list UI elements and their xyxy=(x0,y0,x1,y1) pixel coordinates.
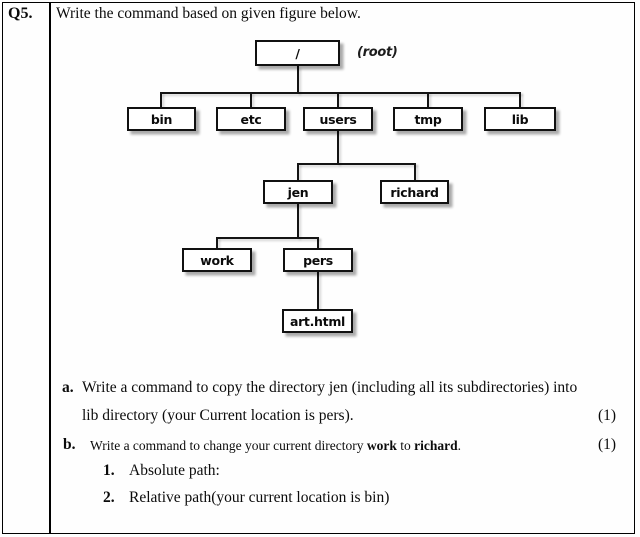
connector-line xyxy=(216,237,319,239)
sub-item-2-bullet: 2. xyxy=(103,489,115,506)
part-a-bullet: a. xyxy=(62,379,74,396)
connector-line xyxy=(160,92,162,108)
part-a-marks: (1) xyxy=(598,407,617,424)
connector-line xyxy=(414,163,416,181)
tree-node-tmp: tmp xyxy=(393,107,463,131)
connector-line xyxy=(427,92,429,108)
part-b-bold-work: work xyxy=(366,438,397,453)
connector-line xyxy=(297,204,299,238)
tree-node-lib: lib xyxy=(484,107,556,131)
tree-node-pers: pers xyxy=(283,248,353,272)
part-a-line1: Write a command to copy the directory je… xyxy=(82,379,578,396)
question-number: Q5. xyxy=(8,5,33,22)
connector-line xyxy=(337,92,339,108)
sheet-border xyxy=(2,2,635,534)
part-b-middle: to xyxy=(396,438,415,453)
tree-node-etc: etc xyxy=(216,107,286,131)
tree-node-work: work xyxy=(182,248,252,272)
part-b-marks: (1) xyxy=(598,436,617,453)
connector-line xyxy=(160,92,521,94)
part-b-prefix: Write a command to change your current d… xyxy=(90,438,367,453)
tree-node-users: users xyxy=(303,107,373,131)
connector-line xyxy=(317,272,319,310)
tree-node-art-html: art.html xyxy=(282,309,353,333)
connector-line xyxy=(297,66,299,93)
part-b-suffix: . xyxy=(457,438,461,453)
connector-line xyxy=(337,131,339,164)
part-a-line2: lib directory (your Current location is … xyxy=(82,407,354,424)
connector-line xyxy=(216,237,218,249)
part-b-bullet: b. xyxy=(63,436,76,453)
sub-item-1-text: Absolute path: xyxy=(129,462,220,479)
column-divider xyxy=(49,2,51,534)
sub-item-2-text: Relative path(your current location is b… xyxy=(129,489,390,506)
tree-node-bin: bin xyxy=(127,107,196,131)
connector-line xyxy=(519,92,521,108)
connector-line xyxy=(297,163,299,181)
tree-node-root: / xyxy=(255,40,340,66)
tree-node-jen: jen xyxy=(263,180,333,204)
connector-line xyxy=(250,92,252,108)
tree-node-richard: richard xyxy=(380,180,449,204)
part-b-text: Write a command to change your current d… xyxy=(90,438,461,454)
connector-line xyxy=(297,163,416,165)
root-annotation: (root) xyxy=(357,45,398,60)
part-b-bold-richard: richard xyxy=(414,438,458,453)
connector-line xyxy=(317,237,319,249)
directory-tree-figure: / (root) bin etc users tmp lib jen richa… xyxy=(127,40,556,333)
sub-item-1-bullet: 1. xyxy=(103,462,115,479)
question-prompt: Write the command based on given figure … xyxy=(56,5,361,22)
